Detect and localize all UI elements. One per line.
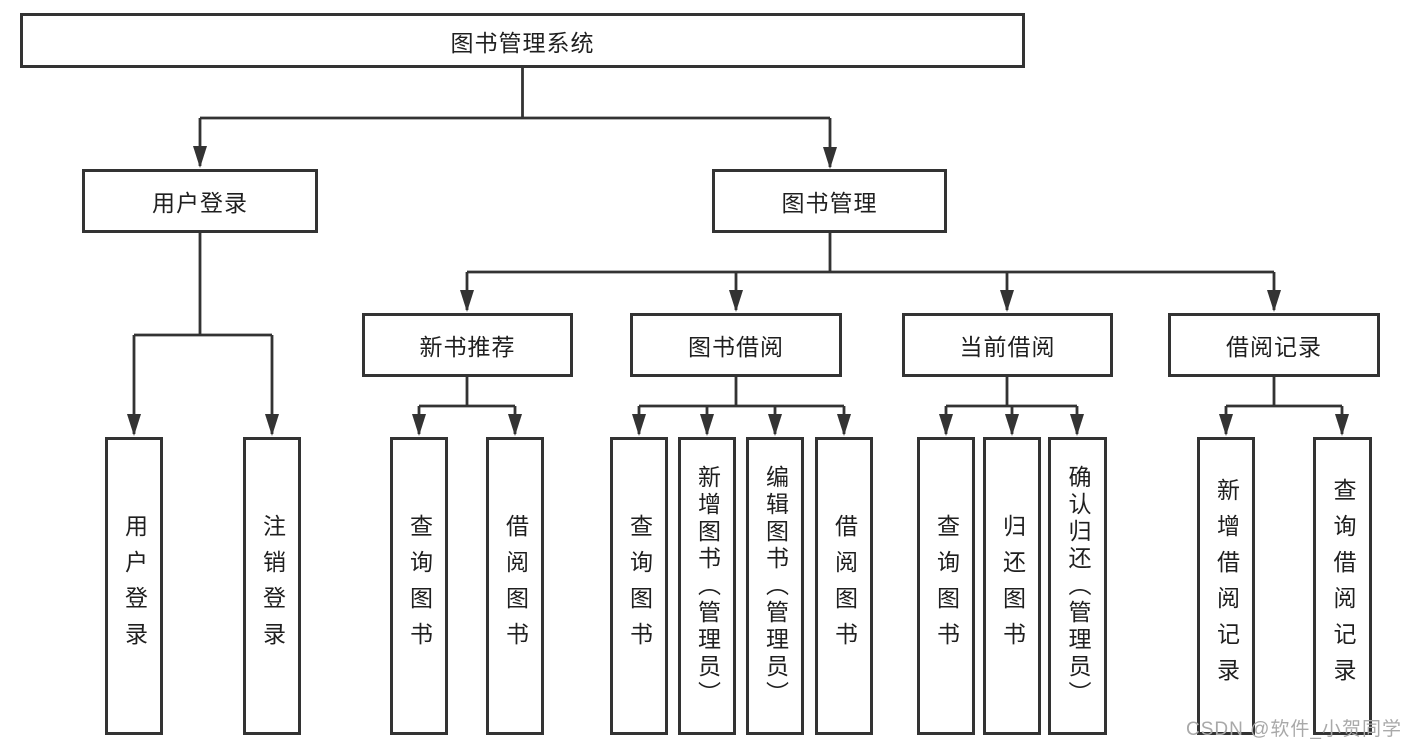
leaf-add-books-admin-label: 新增图书（管理员） (694, 464, 721, 708)
leaf-query-books-current: 查询图书 (917, 437, 975, 735)
node-book-borrow: 图书借阅 (630, 313, 842, 377)
csdn-watermark: CSDN @软件_小贺同学 (1186, 719, 1402, 740)
node-current-borrow-label: 当前借阅 (959, 334, 1056, 360)
node-root-label: 图书管理系统 (450, 29, 595, 56)
node-book-borrow-label: 图书借阅 (688, 334, 784, 360)
node-user-login-label: 用户登录 (152, 190, 248, 216)
leaf-return-books: 归还图书 (983, 437, 1041, 735)
leaf-borrow-books-label: 借阅图书 (831, 514, 858, 658)
leaf-borrow-books: 借阅图书 (815, 437, 873, 735)
node-new-book-recommend: 新书推荐 (362, 313, 573, 377)
leaf-borrow-books-recommend-label: 借阅图书 (502, 514, 529, 658)
leaf-add-borrow-record: 新增借阅记录 (1197, 437, 1255, 735)
leaf-query-books-recommend-label: 查询图书 (406, 514, 433, 658)
leaf-edit-books-admin: 编辑图书（管理员） (746, 437, 804, 735)
node-borrow-records-label: 借阅记录 (1226, 334, 1322, 360)
node-new-book-recommend-label: 新书推荐 (419, 334, 516, 360)
leaf-query-books-current-label: 查询图书 (933, 514, 960, 658)
node-current-borrow: 当前借阅 (902, 313, 1113, 377)
leaf-return-books-label: 归还图书 (999, 514, 1026, 658)
leaf-user-login-label: 用户登录 (121, 514, 148, 658)
node-user-login: 用户登录 (82, 169, 318, 233)
leaf-logout: 注销登录 (243, 437, 301, 735)
leaf-logout-label: 注销登录 (259, 514, 286, 658)
leaf-confirm-return-admin-label: 确认归还（管理员） (1065, 464, 1091, 708)
leaf-confirm-return-admin: 确认归还（管理员） (1048, 437, 1107, 735)
node-book-management: 图书管理 (712, 169, 947, 233)
node-book-management-label: 图书管理 (781, 190, 878, 216)
leaf-edit-books-admin-label: 编辑图书（管理员） (762, 464, 789, 708)
leaf-query-books-borrow: 查询图书 (610, 437, 668, 735)
leaf-add-books-admin: 新增图书（管理员） (678, 437, 736, 735)
leaf-add-borrow-record-label: 新增借阅记录 (1213, 478, 1240, 694)
leaf-query-borrow-record-label: 查询借阅记录 (1330, 478, 1356, 694)
leaf-query-books-borrow-label: 查询图书 (626, 514, 653, 658)
leaf-user-login: 用户登录 (105, 437, 163, 735)
leaf-query-borrow-record: 查询借阅记录 (1313, 437, 1372, 735)
node-root: 图书管理系统 (20, 13, 1025, 68)
leaf-query-books-recommend: 查询图书 (390, 437, 448, 735)
leaf-borrow-books-recommend: 借阅图书 (486, 437, 544, 735)
node-borrow-records: 借阅记录 (1168, 313, 1380, 377)
